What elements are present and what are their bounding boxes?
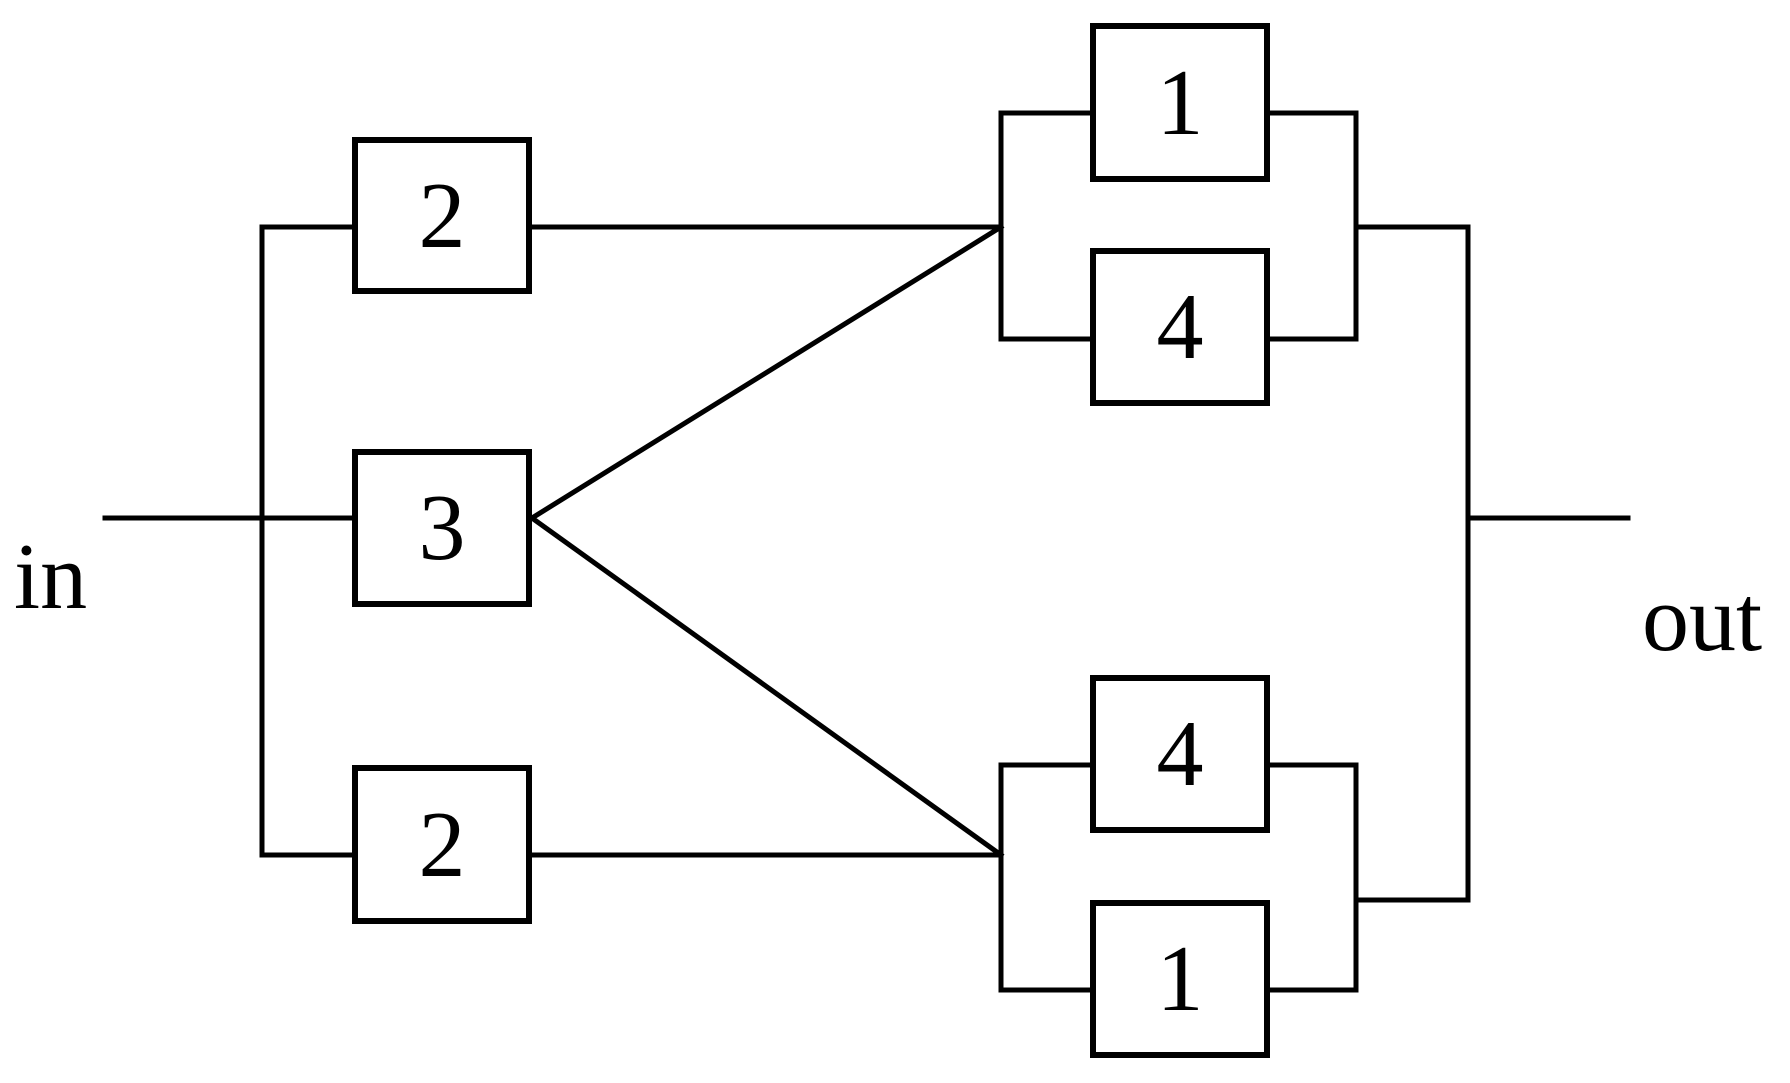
block-3-middle-label: 3 bbox=[418, 476, 466, 580]
block-1-upper: 1 bbox=[1090, 23, 1270, 182]
block-2-top-label: 2 bbox=[418, 163, 466, 268]
block-2-bottom: 2 bbox=[352, 765, 532, 924]
block-1-upper-label: 1 bbox=[1156, 50, 1204, 155]
wire-diagonal-down bbox=[528, 514, 1005, 859]
block-4-upper-label: 4 bbox=[1156, 275, 1204, 379]
wire-diagonal-up bbox=[528, 223, 1005, 522]
input-terminal-label: in bbox=[14, 525, 88, 629]
block-3-middle: 3 bbox=[352, 449, 532, 607]
block-4-lower: 4 bbox=[1090, 675, 1270, 833]
block-4-lower-label: 4 bbox=[1156, 702, 1204, 806]
output-terminal-label: out bbox=[1642, 567, 1763, 671]
block-2-top: 2 bbox=[352, 137, 532, 294]
block-2-bottom-label: 2 bbox=[418, 792, 466, 897]
block-1-lower-label: 1 bbox=[1156, 927, 1204, 1031]
block-1-lower: 1 bbox=[1090, 900, 1270, 1058]
block-4-upper: 4 bbox=[1090, 248, 1270, 406]
